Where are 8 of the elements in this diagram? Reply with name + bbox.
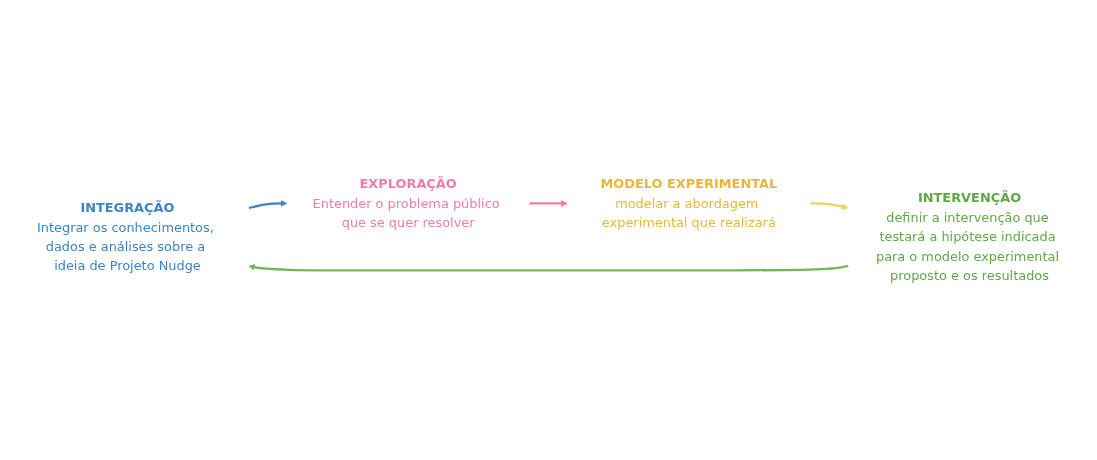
node-text: EXPLORAÇÃO Entender o problema público que se quer resolver [312,176,500,230]
node-text: MODELO EXPERIMENTAL modelar a abordagem experimental que realizará [600,176,778,230]
arrow [810,202,849,210]
arrow [248,200,288,210]
arrow [248,264,849,272]
node-text: INTERVENÇÃO definir a intervenção que testará a hipótese indicada para o modelo experimental proposto e os resultados [875,190,1060,283]
node-text: INTEGRAÇÃO Integrar os conhecimentos, dados e análises sobre a ideia de Projeto Nudge [36,199,214,274]
arrow [529,200,568,207]
